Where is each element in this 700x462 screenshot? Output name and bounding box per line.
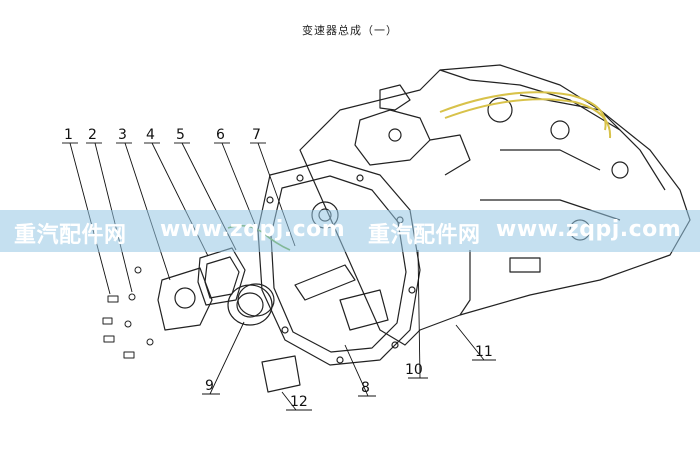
bearing-cover: [227, 283, 275, 326]
callout-5: 5: [176, 127, 185, 143]
callout-4: 4: [146, 127, 155, 143]
callout-12: 12: [290, 394, 308, 410]
callout-3: 3: [118, 127, 127, 143]
shift-tower: [354, 84, 471, 176]
callout-1: 1: [64, 127, 73, 143]
wiring-harness: [439, 91, 607, 131]
callout-7: 7: [252, 127, 261, 143]
callout-9: 9: [205, 378, 214, 394]
page-title: 变速器总成（一）: [302, 24, 398, 37]
cover-plate: [261, 355, 301, 393]
callout-8: 8: [361, 380, 370, 396]
bell-housing: [257, 159, 421, 366]
watermark-text-left: 重汽配件网: [14, 223, 127, 248]
watermark-url-left: www.zqpj.com: [160, 217, 346, 242]
leader-lines: [62, 142, 496, 411]
watermark-text-right: 重汽配件网: [368, 223, 481, 248]
transmission-housing: [299, 64, 691, 346]
bolts: [102, 266, 154, 359]
callout-10: 10: [405, 362, 423, 378]
callouts: 1 2 3 4 5 6 7 8 9 10 11 12: [64, 127, 493, 410]
watermark-band: 重汽配件网 www.zqpj.com 重汽配件网 www.zqpj.com: [0, 210, 700, 252]
watermark-url-right: www.zqpj.com: [496, 217, 682, 242]
callout-6: 6: [216, 127, 225, 143]
rear-cover: [157, 267, 213, 331]
callout-11: 11: [475, 344, 493, 360]
callout-2: 2: [88, 127, 97, 143]
